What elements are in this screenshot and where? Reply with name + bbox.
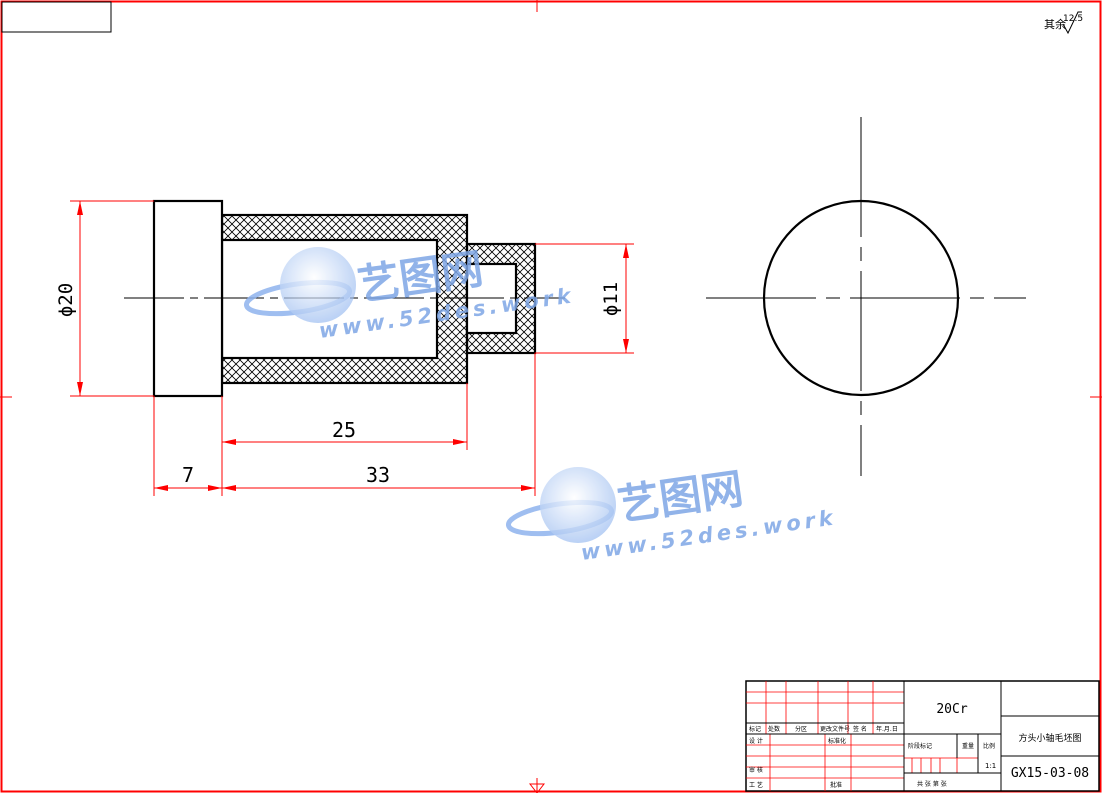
dim-flange-length: 7 [182, 463, 194, 487]
rev-header-2: 分区 [795, 725, 807, 733]
rev-header-0: 标记 [749, 725, 761, 733]
rev-header-1: 处数 [768, 725, 780, 733]
dim-small-diameter: ϕ11 [600, 282, 622, 316]
material-value: 20Cr [936, 702, 967, 717]
watermark-2: 艺图网 www.52des.work [505, 464, 838, 565]
part-name: 方头小轴毛坯图 [1018, 732, 1081, 744]
mid-label-approve: 批准 [830, 781, 842, 789]
surface-finish-symbol: 其余 12.5 [1044, 11, 1083, 35]
rev-header-5: 年.月.日 [876, 725, 898, 733]
rev-header-3: 更改文件号 [820, 725, 850, 733]
mid-label-standard: 标准化 [828, 737, 846, 745]
surface-finish-value: 12.5 [1063, 14, 1083, 24]
dim-total-length: 33 [366, 463, 390, 487]
row-label-review: 审 核 [749, 766, 763, 774]
scale-value: 1:1 [985, 762, 996, 770]
stage-header-1: 重量 [962, 742, 974, 750]
row-label-process: 工 艺 [749, 781, 763, 789]
dim-outer-diameter: ϕ20 [55, 283, 77, 317]
sheet-text: 共 张 第 张 [917, 780, 947, 788]
title-block: 标记 处数 分区 更改文件号 签 名 年.月.日 设 计 审 核 工 艺 标准化… [745, 680, 1100, 792]
dimensions [70, 200, 634, 496]
rev-header-4: 签 名 [853, 725, 867, 733]
stage-header-0: 阶段标记 [908, 742, 932, 750]
surface-finish-label: 其余 [1044, 17, 1066, 31]
dimension-labels: ϕ20 ϕ11 25 7 33 [55, 282, 622, 487]
row-label-design: 设 计 [749, 737, 763, 745]
side-view [706, 199, 1026, 397]
stage-header-2: 比例 [983, 742, 995, 750]
dim-bore-length: 25 [332, 418, 356, 442]
drawing-number: GX15-03-08 [1011, 766, 1089, 781]
